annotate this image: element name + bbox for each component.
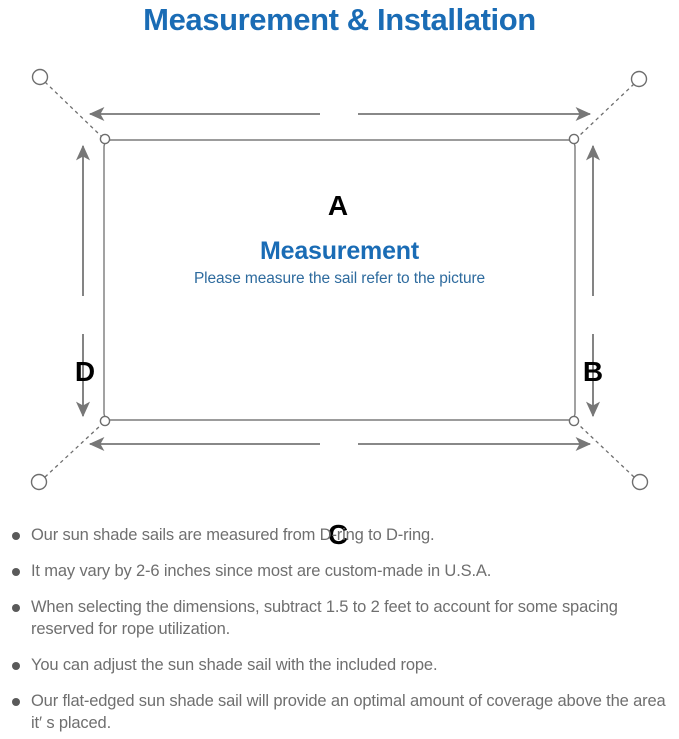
dimension-label-a: A xyxy=(327,190,349,221)
d-rings xyxy=(99,133,580,427)
rope-top-right xyxy=(578,83,635,137)
anchor-top-right-icon xyxy=(630,70,648,88)
list-item: Our flat-edged sun shade sail will provi… xyxy=(0,690,679,734)
anchor-bottom-right-icon xyxy=(631,473,649,491)
bullet-icon xyxy=(12,662,20,670)
note-text: When selecting the dimensions, subtract … xyxy=(31,598,618,638)
rope-top-left xyxy=(44,81,102,137)
rope-lines xyxy=(44,81,635,478)
rope-bottom-right xyxy=(578,424,635,478)
d-ring-top-right-icon xyxy=(568,133,580,145)
bullet-icon xyxy=(12,568,20,576)
note-text: It may vary by 2-6 inches since most are… xyxy=(31,562,492,580)
list-item: When selecting the dimensions, subtract … xyxy=(0,596,679,640)
d-ring-bottom-right-icon xyxy=(568,415,580,427)
note-text: Our flat-edged sun shade sail will provi… xyxy=(31,692,666,732)
list-item: It may vary by 2-6 inches since most are… xyxy=(0,560,679,582)
anchor-bottom-left-icon xyxy=(30,473,48,491)
d-ring-bottom-left-icon xyxy=(99,415,111,427)
anchor-top-left-icon xyxy=(31,68,49,86)
list-item: Our sun shade sails are measured from D-… xyxy=(0,524,679,546)
notes-list: Our sun shade sails are measured from D-… xyxy=(0,524,679,734)
anchor-points xyxy=(30,68,649,491)
diagram-canvas xyxy=(30,68,649,491)
dimension-label-b: B xyxy=(582,356,604,387)
d-ring-top-left-icon xyxy=(99,133,111,145)
bullet-icon xyxy=(12,698,20,706)
dimension-label-d: D xyxy=(74,356,96,387)
note-text: Our sun shade sails are measured from D-… xyxy=(31,526,435,544)
measurement-diagram: Measurement Please measure the sail refe… xyxy=(0,46,679,549)
rope-bottom-left xyxy=(44,424,102,478)
bullet-icon xyxy=(12,604,20,612)
sail-rectangle xyxy=(103,139,576,421)
page-title: Measurement & Installation xyxy=(143,2,536,37)
note-text: You can adjust the sun shade sail with t… xyxy=(31,656,438,674)
dimension-label-c: C xyxy=(327,519,349,550)
list-item: You can adjust the sun shade sail with t… xyxy=(0,654,679,676)
bullet-icon xyxy=(12,532,20,540)
